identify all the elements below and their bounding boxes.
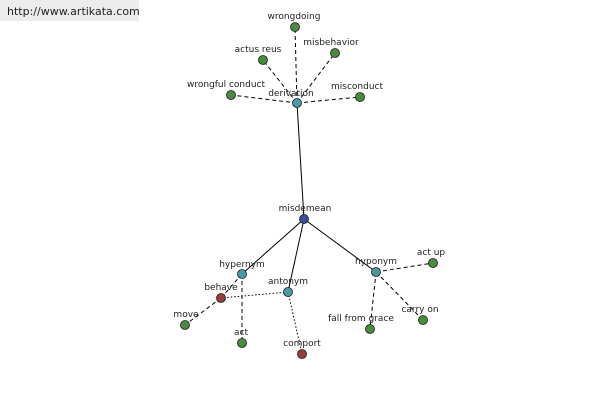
node-dot-move[interactable]: [180, 320, 190, 330]
node-label-antonym[interactable]: antonym: [268, 277, 308, 287]
node-dot-wrongdoing[interactable]: [290, 22, 300, 32]
node-fall-from-grace[interactable]: fall from grace: [328, 314, 394, 334]
node-dot-carry-on[interactable]: [418, 315, 428, 325]
node-dot-behave[interactable]: [216, 293, 226, 303]
node-act[interactable]: act: [234, 328, 248, 348]
node-label-carry-on[interactable]: carry on: [401, 305, 438, 315]
node-dot-misconduct[interactable]: [355, 92, 365, 102]
node-label-actus-reus[interactable]: actus reus: [235, 45, 282, 55]
node-wrongful-conduct[interactable]: wrongful conduct: [187, 80, 266, 100]
site-url[interactable]: http://www.artikata.com: [7, 5, 140, 18]
node-hypernym[interactable]: hypernym: [219, 260, 265, 279]
node-label-misbehavior[interactable]: misbehavior: [303, 38, 359, 48]
graph-edges: [184, 26, 434, 355]
node-label-act[interactable]: act: [234, 328, 248, 338]
edge-derivation-actus-reus: [262, 59, 298, 104]
node-label-move[interactable]: move: [173, 310, 199, 320]
node-dot-derivation[interactable]: [292, 98, 302, 108]
node-label-fall-from-grace[interactable]: fall from grace: [328, 314, 394, 324]
node-hyponym[interactable]: hyponym: [355, 257, 397, 277]
edge-misdemean-hypernym: [241, 218, 305, 275]
node-actus-reus[interactable]: actus reus: [235, 45, 282, 65]
node-dot-hypernym[interactable]: [237, 269, 247, 279]
node-dot-hyponym[interactable]: [371, 267, 381, 277]
node-label-misdemean[interactable]: misdemean: [279, 204, 332, 214]
node-dot-misdemean[interactable]: [299, 214, 309, 224]
node-dot-act[interactable]: [237, 338, 247, 348]
node-label-comport[interactable]: comport: [283, 339, 321, 349]
edge-derivation-misbehavior: [296, 52, 336, 104]
url-bar: http://www.artikata.com: [0, 0, 140, 21]
node-carry-on[interactable]: carry on: [401, 305, 439, 325]
node-dot-comport[interactable]: [297, 349, 307, 359]
node-antonym[interactable]: antonym: [268, 277, 308, 297]
edge-misdemean-antonym: [287, 218, 305, 293]
edge-misdemean-hyponym: [303, 218, 377, 273]
node-behave[interactable]: behave: [204, 283, 238, 303]
node-label-wrongful-conduct[interactable]: wrongful conduct: [187, 80, 266, 90]
node-label-wrongdoing[interactable]: wrongdoing: [268, 12, 321, 22]
node-move[interactable]: move: [173, 310, 199, 330]
node-label-act-up[interactable]: act up: [417, 248, 446, 258]
node-label-hyponym[interactable]: hyponym: [355, 257, 397, 267]
edge-antonym-behave: [220, 291, 289, 299]
node-misbehavior[interactable]: misbehavior: [303, 38, 359, 58]
edge-derivation-misconduct: [296, 96, 361, 104]
edge-derivation-wrongdoing: [294, 26, 298, 104]
node-label-derivation[interactable]: derivation: [268, 89, 314, 99]
node-dot-fall-from-grace[interactable]: [365, 324, 375, 334]
node-misdemean[interactable]: misdemean: [279, 204, 332, 224]
edge-hyponym-act-up: [375, 262, 434, 273]
node-dot-act-up[interactable]: [428, 258, 438, 268]
edge-misdemean-derivation: [296, 102, 305, 220]
node-act-up[interactable]: act up: [417, 248, 446, 268]
node-comport[interactable]: comport: [283, 339, 321, 359]
node-label-behave[interactable]: behave: [204, 283, 238, 293]
node-dot-antonym[interactable]: [283, 287, 293, 297]
edge-hyponym-fall-from-grace: [369, 271, 377, 330]
node-wrongdoing[interactable]: wrongdoing: [268, 12, 321, 32]
node-dot-misbehavior[interactable]: [330, 48, 340, 58]
node-label-misconduct[interactable]: misconduct: [331, 82, 383, 92]
edge-behave-move: [184, 297, 222, 326]
node-derivation[interactable]: derivation: [268, 89, 314, 108]
edge-antonym-comport: [287, 291, 303, 355]
node-dot-wrongful-conduct[interactable]: [226, 90, 236, 100]
node-misconduct[interactable]: misconduct: [331, 82, 383, 102]
edge-hypernym-behave: [220, 273, 243, 299]
node-dot-actus-reus[interactable]: [258, 55, 268, 65]
node-label-hypernym[interactable]: hypernym: [219, 260, 265, 270]
